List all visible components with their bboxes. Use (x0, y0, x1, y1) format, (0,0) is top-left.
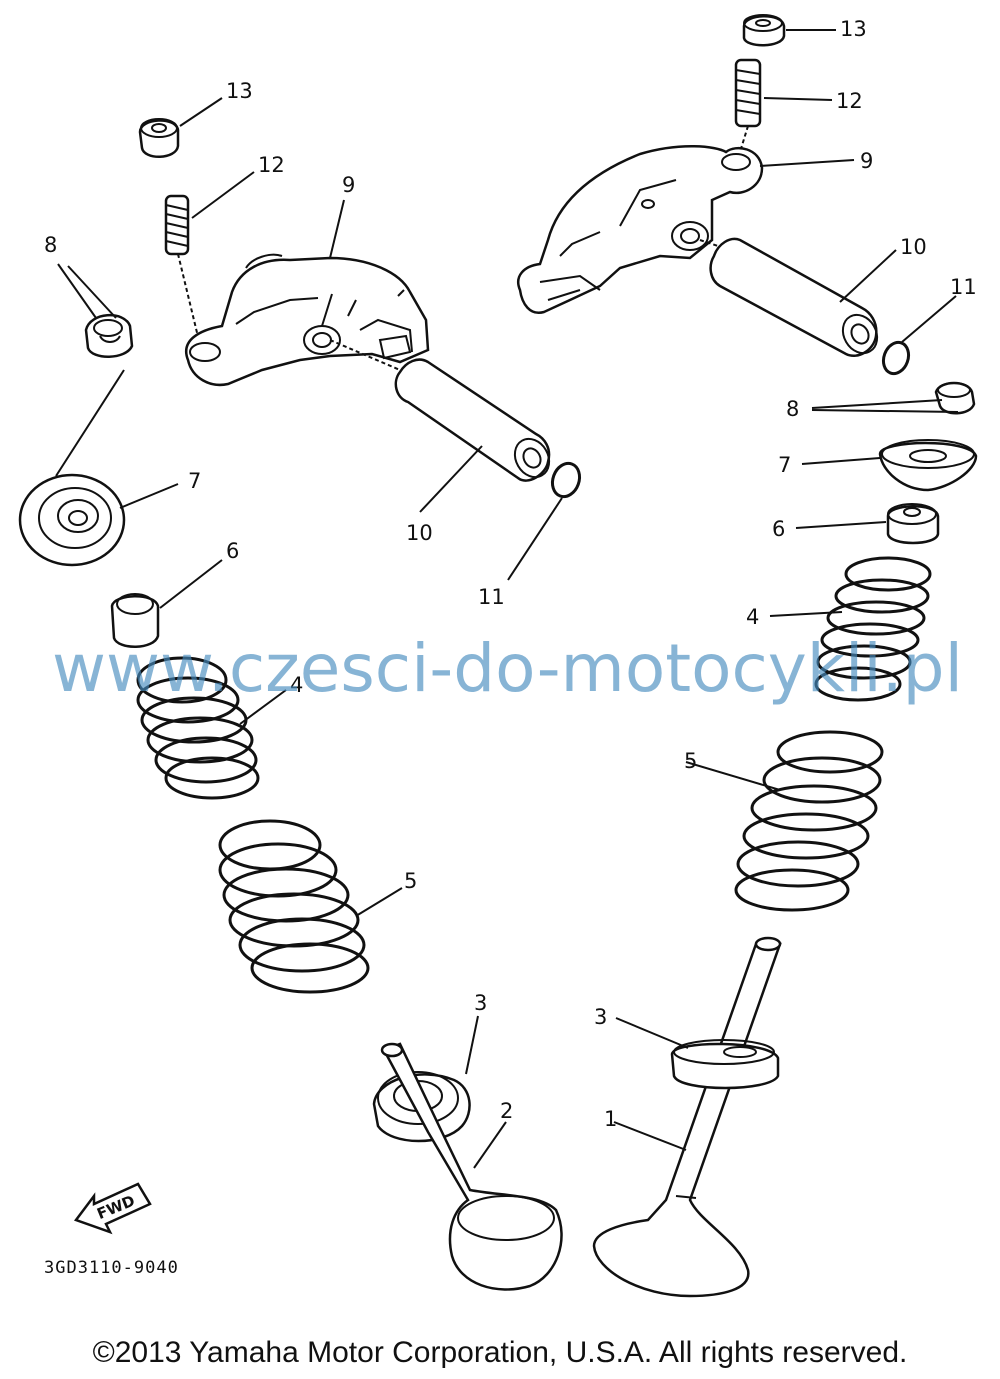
outer-spring-right (734, 730, 884, 912)
label-8-right: 8 (786, 397, 799, 421)
label-9-left: 9 (342, 173, 355, 197)
valve-collets-left (84, 313, 134, 358)
leader-lines (55, 29, 959, 1169)
adjusting-screw-left (164, 194, 201, 346)
o-ring-right (881, 340, 911, 376)
diagram-code: 3GD3110-9040 (44, 1258, 179, 1278)
label-13-left: 13 (226, 79, 253, 103)
valve-seat-right (670, 1039, 780, 1090)
label-4-left: 4 (290, 673, 303, 697)
fwd-arrow-icon: FWD (73, 1182, 152, 1235)
spring-retainer-right (878, 439, 978, 492)
o-ring-left (550, 461, 582, 499)
label-11-right: 11 (950, 275, 977, 299)
label-10-right: 10 (900, 235, 927, 259)
label-3-right: 3 (594, 1005, 607, 1029)
copyright-notice: ©2013 Yamaha Motor Corporation, U.S.A. A… (92, 1336, 908, 1369)
valve-stem-seal-right (886, 503, 940, 545)
label-3-left: 3 (474, 991, 487, 1015)
label-13-right: 13 (840, 17, 867, 41)
watermark: www.czesci-do-motocykli.pl (52, 630, 963, 707)
valve-stem-seal-left (110, 593, 160, 648)
valve-right (592, 936, 782, 1298)
label-2-left: 2 (500, 1099, 513, 1123)
label-5-right: 5 (684, 749, 697, 773)
adjusting-screw-right (734, 58, 762, 153)
label-10-left: 10 (406, 521, 433, 545)
label-5-left: 5 (404, 869, 417, 893)
outer-spring-left (218, 819, 370, 994)
inner-spring-right (814, 556, 932, 702)
label-11-left: 11 (478, 585, 505, 609)
rocker-shaft-right (709, 237, 879, 357)
valve-left (380, 1042, 563, 1291)
label-12-left: 12 (258, 153, 285, 177)
valve-collets-right (934, 381, 976, 415)
label-7-left: 7 (188, 469, 201, 493)
label-4-right: 4 (746, 605, 759, 629)
cap-nut-left (138, 118, 180, 158)
label-6-left: 6 (226, 539, 239, 563)
label-9-right: 9 (860, 149, 873, 173)
label-1-right: 1 (604, 1107, 617, 1131)
label-8-left: 8 (44, 233, 57, 257)
cap-nut-right (742, 14, 786, 47)
spring-retainer-left (18, 473, 126, 567)
rocker-shaft-left (394, 358, 551, 482)
label-7-right: 7 (778, 453, 791, 477)
label-6-right: 6 (772, 517, 785, 541)
rocker-arm-left (185, 253, 430, 387)
label-12-right: 12 (836, 89, 863, 113)
inner-spring-left (136, 656, 260, 800)
